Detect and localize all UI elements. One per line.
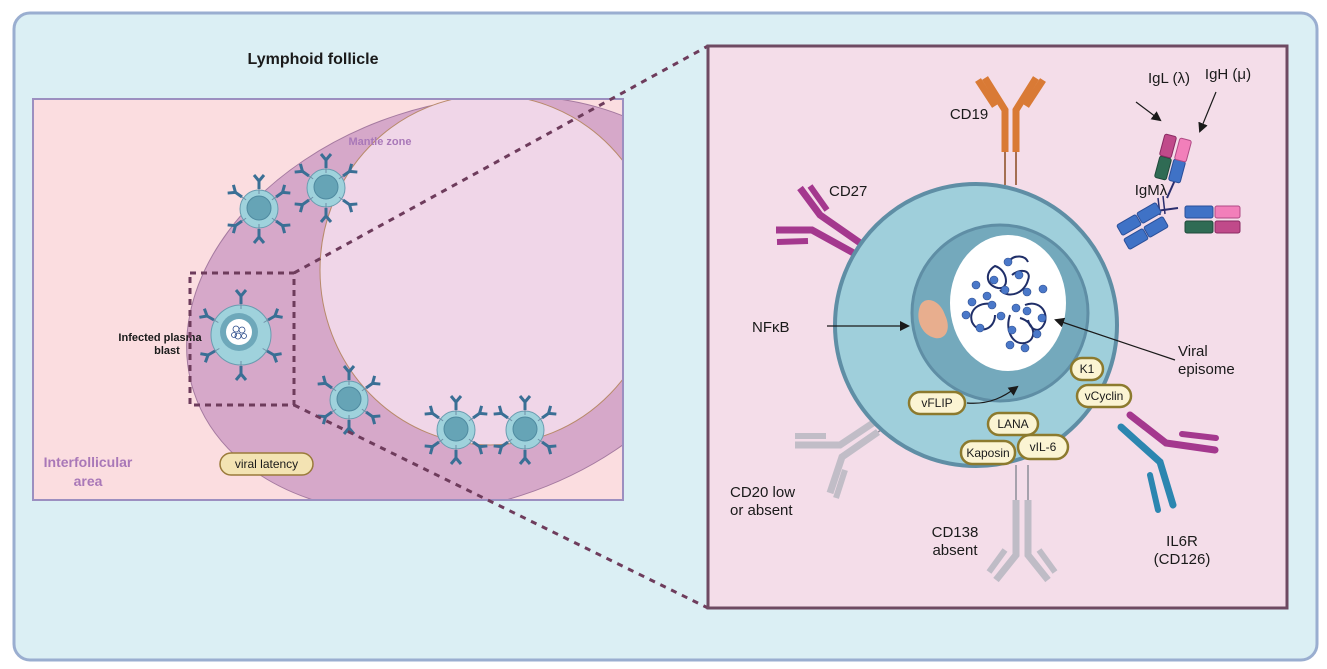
igm-lambda-label: IgMλ <box>1135 182 1168 199</box>
vflip-arrow <box>966 385 1019 404</box>
svg-text:vCyclin: vCyclin <box>1085 389 1124 403</box>
viral-protein-lana: LANA <box>986 411 1040 437</box>
igm-lambda-receptor <box>1116 133 1241 250</box>
viral-episome-arrow <box>1054 317 1176 361</box>
cd27-label: CD27 <box>829 183 867 200</box>
zoom-connector-bottom <box>293 403 709 610</box>
plasmablast-detail-panel: CD19 CD27 CD20 low or absent <box>706 44 1289 610</box>
viral-episome-label-line2: episome <box>1178 361 1235 378</box>
svg-text:LANA: LANA <box>997 417 1028 431</box>
igh-arrow <box>1198 91 1217 133</box>
viral-episome-dots <box>961 257 1048 353</box>
igh-label: IgH (μ) <box>1205 66 1251 83</box>
il6r-label-line1: IL6R <box>1166 533 1198 550</box>
viral-protein-vcyclin: vCyclin <box>1075 383 1133 409</box>
mantle-zone-label: Mantle zone <box>349 136 412 148</box>
nfkb-label: NFκB <box>752 319 790 336</box>
svg-text:vIL-6: vIL-6 <box>1030 440 1057 454</box>
interfollicular-label-line1: Interfollicular <box>44 454 133 470</box>
viral-protein-kaposin: Kaposin <box>959 439 1017 466</box>
infected-plasmablast-label-line2: blast <box>154 345 180 357</box>
il6r-label-line2: (CD126) <box>1154 551 1211 568</box>
infected-plasmablast-label-line1: Infected plasma <box>118 332 202 344</box>
lymphoid-follicle-panel: Mantle zone Interfollicular area Infecte… <box>32 98 624 501</box>
zoom-selection-box <box>188 271 296 407</box>
svg-text:vFLIP: vFLIP <box>921 396 952 410</box>
cd19-receptor <box>975 76 1046 185</box>
viral-protein-vil6: vIL-6 <box>1016 433 1070 461</box>
cd20-label-line2: or absent <box>730 502 793 519</box>
cd138-label-line2: absent <box>932 542 978 559</box>
cd138-label-line1: CD138 <box>932 524 979 541</box>
viral-latency-badge: viral latency <box>219 452 314 476</box>
cd20-receptor <box>795 409 901 499</box>
igl-label: IgL (λ) <box>1148 70 1190 87</box>
nucleus <box>950 235 1066 371</box>
cd19-label: CD19 <box>950 106 988 123</box>
nfkb-blob <box>918 300 948 339</box>
viral-episome-label-line1: Viral <box>1178 343 1208 360</box>
svg-text:viral latency: viral latency <box>235 457 298 471</box>
infected-plasmablast <box>197 288 285 382</box>
il6r-receptor <box>1117 411 1219 513</box>
svg-text:Kaposin: Kaposin <box>966 446 1009 460</box>
igl-arrow <box>1135 101 1162 122</box>
svg-text:K1: K1 <box>1080 362 1095 376</box>
interfollicular-label-line2: area <box>74 473 103 489</box>
viral-protein-vflip: vFLIP <box>907 390 967 416</box>
viral-protein-k1: K1 <box>1069 356 1105 382</box>
cd20-label-line1: CD20 low <box>730 484 795 501</box>
germinal-center <box>319 100 622 446</box>
cd138-receptor <box>986 465 1058 583</box>
lymphoid-follicle-title: Lymphoid follicle <box>248 51 379 68</box>
